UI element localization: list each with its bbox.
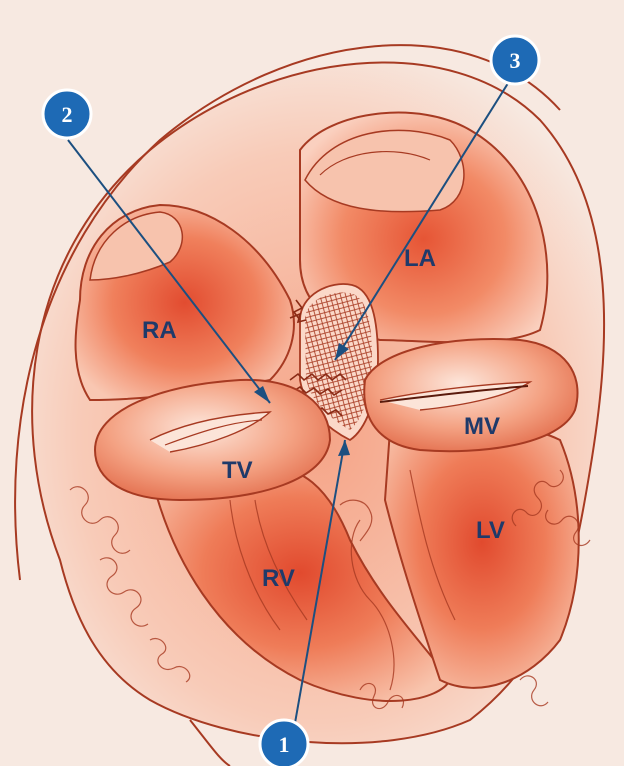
label-tv: TV xyxy=(222,457,253,484)
label-mv: MV xyxy=(464,413,500,440)
callout-1: 1 xyxy=(260,720,308,766)
label-lv: LV xyxy=(476,517,505,544)
callout-3: 3 xyxy=(491,36,539,84)
callout-2-number: 2 xyxy=(62,102,73,127)
callout-2: 2 xyxy=(43,90,91,138)
callout-3-number: 3 xyxy=(510,48,521,73)
callout-1-number: 1 xyxy=(279,732,290,757)
label-ra: RA xyxy=(142,317,177,344)
label-rv: RV xyxy=(262,565,295,592)
label-la: LA xyxy=(404,245,436,272)
